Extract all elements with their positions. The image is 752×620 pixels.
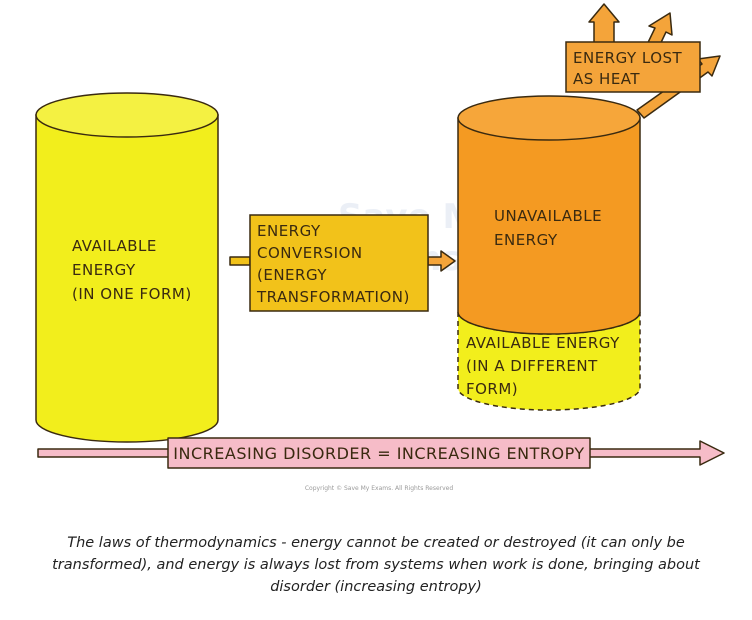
figure-caption: The laws of thermodynamics - energy cann…: [52, 535, 700, 595]
heat-label-line-1: ENERGY LOST: [573, 49, 683, 67]
unavailable-line-2: ENERGY: [494, 231, 558, 249]
copyright-notice: Copyright © Save My Exams. All Rights Re…: [305, 485, 454, 492]
available-energy-label: AVAILABLE ENERGY (IN ONE FORM): [72, 237, 192, 303]
available-energy-cylinder: [35, 92, 219, 443]
available-different-line-2: (IN A DIFFERENT: [466, 357, 598, 375]
energy-entropy-diagram: Save My Exams ENERGY LOST AS HEAT AVAILA…: [35, 3, 725, 492]
entropy-arrow: [37, 437, 725, 469]
available-different-label: AVAILABLE ENERGY (IN A DIFFERENT FORM): [466, 334, 620, 398]
result-cylinder-top: [457, 95, 641, 141]
unavailable-line-1: UNAVAILABLE: [494, 207, 602, 225]
available-energy-line-3: (IN ONE FORM): [72, 285, 192, 303]
available-energy-line-1: AVAILABLE: [72, 237, 157, 255]
heat-label-line-2: AS HEAT: [573, 70, 640, 88]
conversion-line-2: CONVERSION: [257, 244, 363, 262]
result-cylinder: [457, 95, 641, 411]
unavailable-section: [457, 117, 641, 335]
conversion-line-3: (ENERGY: [257, 266, 327, 284]
available-different-line-1: AVAILABLE ENERGY: [466, 334, 620, 352]
entropy-banner-text: INCREASING DISORDER = INCREASING ENTROPY: [173, 444, 584, 463]
heat-label-box: ENERGY LOST AS HEAT: [565, 41, 701, 93]
unavailable-energy-label: UNAVAILABLE ENERGY: [494, 207, 602, 249]
conversion-box: ENERGY CONVERSION (ENERGY TRANSFORMATION…: [249, 214, 429, 312]
conversion-line-1: ENERGY: [257, 222, 321, 240]
conversion-line-4: TRANSFORMATION): [256, 288, 410, 306]
available-different-line-3: FORM): [466, 380, 518, 398]
available-energy-line-2: ENERGY: [72, 261, 136, 279]
